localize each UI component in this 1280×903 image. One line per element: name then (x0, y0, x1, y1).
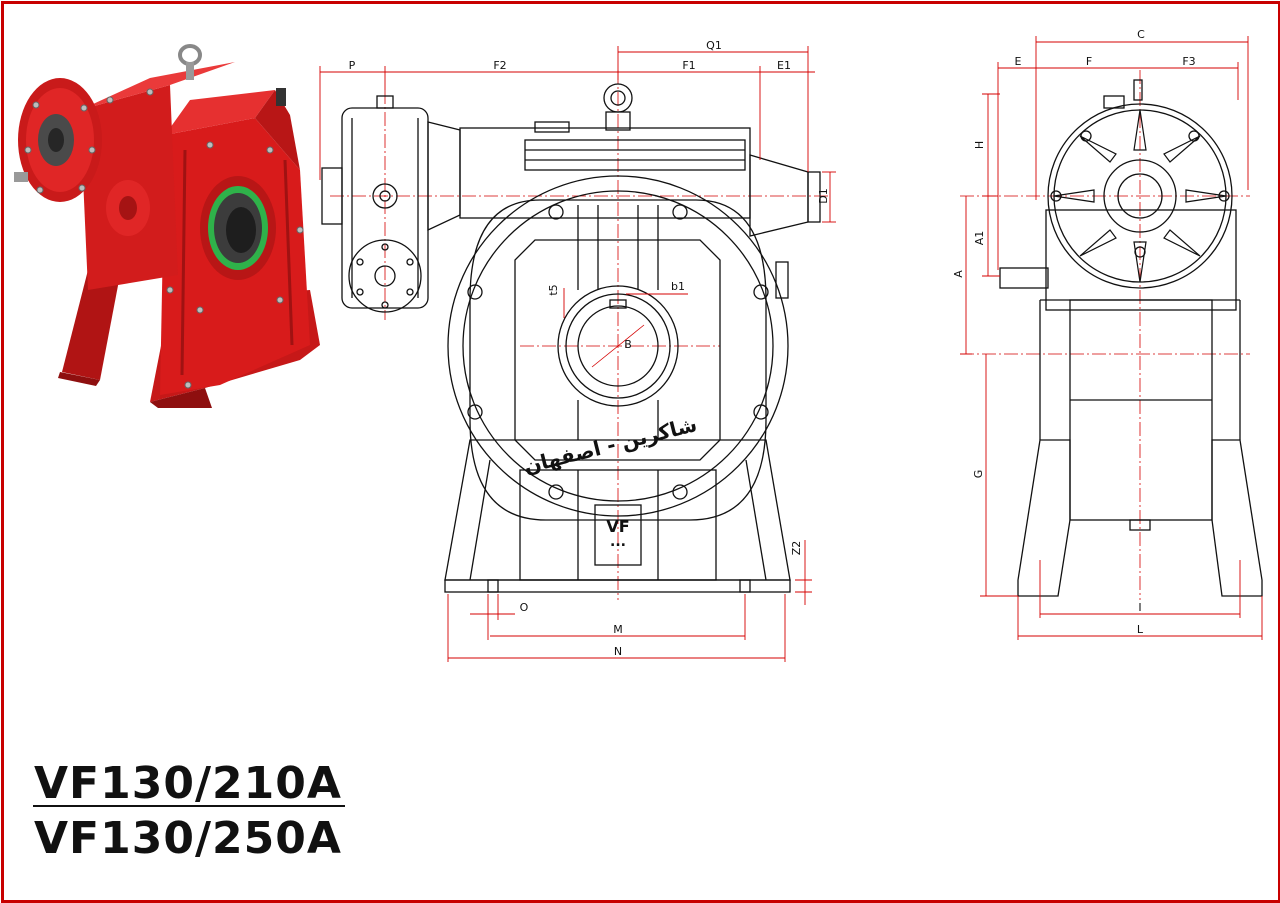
dim-label-e: E (1015, 55, 1022, 68)
dim-label-o: O (520, 601, 529, 614)
dim-label-t5: t5 (547, 284, 560, 295)
dim-label-h: H (973, 141, 986, 149)
dim-label-f3: F3 (1182, 55, 1195, 68)
dim-label-q1: Q1 (706, 39, 722, 52)
dim-label-l: L (1137, 623, 1144, 636)
dim-label-m: M (613, 623, 623, 636)
dimension-lines (319, 36, 1263, 662)
dim-label-b1: b1 (671, 280, 685, 293)
dim-label-d1: D1 (817, 188, 830, 203)
dim-label-a: A (952, 270, 965, 278)
dim-label-e1: E1 (777, 59, 791, 72)
dim-label-a1: A1 (973, 231, 986, 246)
gearbox-render (14, 44, 320, 408)
side-view (960, 70, 1263, 600)
dim-label-f: F (1086, 55, 1092, 68)
model-divider-line (33, 805, 345, 807)
dim-label-f2: F2 (493, 59, 506, 72)
dim-label-i: I (1138, 601, 1141, 614)
dim-label-c: C (1137, 28, 1145, 41)
dim-label-p: P (349, 59, 356, 72)
front-view (321, 70, 830, 600)
model-name-secondary: VF130/250A (34, 813, 342, 864)
dim-label-n: N (614, 645, 622, 658)
casting-dots: ... (610, 534, 626, 550)
dim-label-z2: Z2 (790, 541, 803, 556)
dim-label-g: G (972, 470, 985, 479)
casting-brand: شاکرین - اصفهان (521, 412, 699, 478)
dim-label-f1: F1 (682, 59, 695, 72)
model-name-primary: VF130/210A (34, 758, 342, 809)
casting-badge: VF (606, 517, 629, 536)
dim-label-b: B (624, 338, 632, 351)
